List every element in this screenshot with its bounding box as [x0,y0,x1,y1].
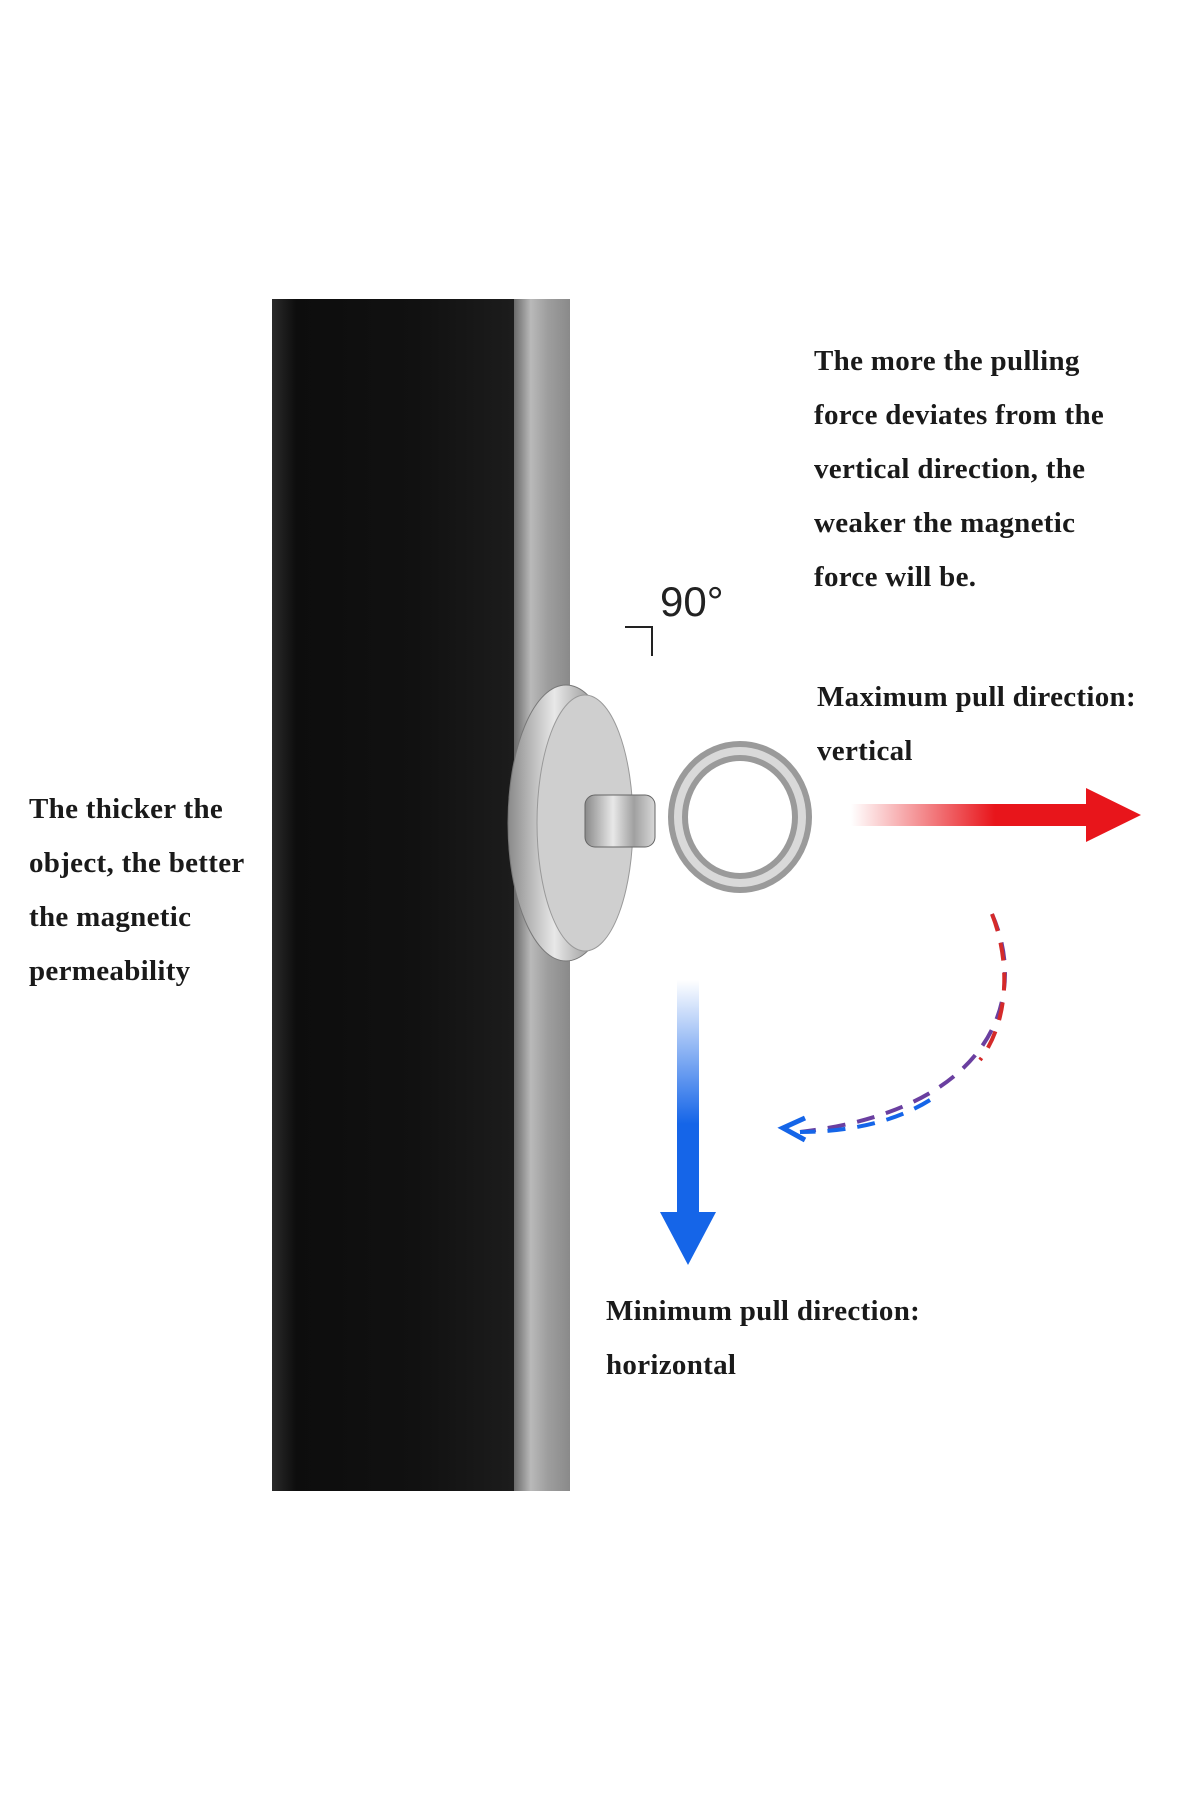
steel-plate [272,299,514,1491]
min-pull-label: Minimum pull direction: horizontal [606,1284,920,1392]
note-line: weaker the magnetic [814,507,1076,539]
angle-label: 90° [660,578,724,625]
max-pull-label: Maximum pull direction: vertical [817,670,1136,778]
note-line: the magnetic [29,901,192,933]
min-pull-line: Minimum pull direction: [606,1295,921,1327]
note-line: object, the better [29,847,245,879]
rotation-arc-arrow [799,913,1007,1134]
note-line: force deviates from the [814,399,1105,431]
note-line: permeability [29,955,191,987]
max-pull-arrow [851,788,1141,842]
deviation-note: The more the pulling force deviates from… [814,334,1104,604]
note-line: force will be. [814,561,977,593]
note-line: vertical direction, the [814,453,1086,485]
eye-bolt [584,741,812,893]
min-pull-arrow [660,980,716,1265]
min-pull-line: horizontal [606,1349,737,1381]
right-angle-mark [625,626,653,656]
note-line: The thicker the [29,793,224,825]
thickness-note: The thicker the object, the better the m… [29,782,245,998]
max-pull-line: Maximum pull direction: [817,681,1136,713]
arc-arrowhead-icon [777,1115,807,1143]
note-line: The more the pulling [814,345,1080,377]
max-pull-line: vertical [817,735,913,767]
